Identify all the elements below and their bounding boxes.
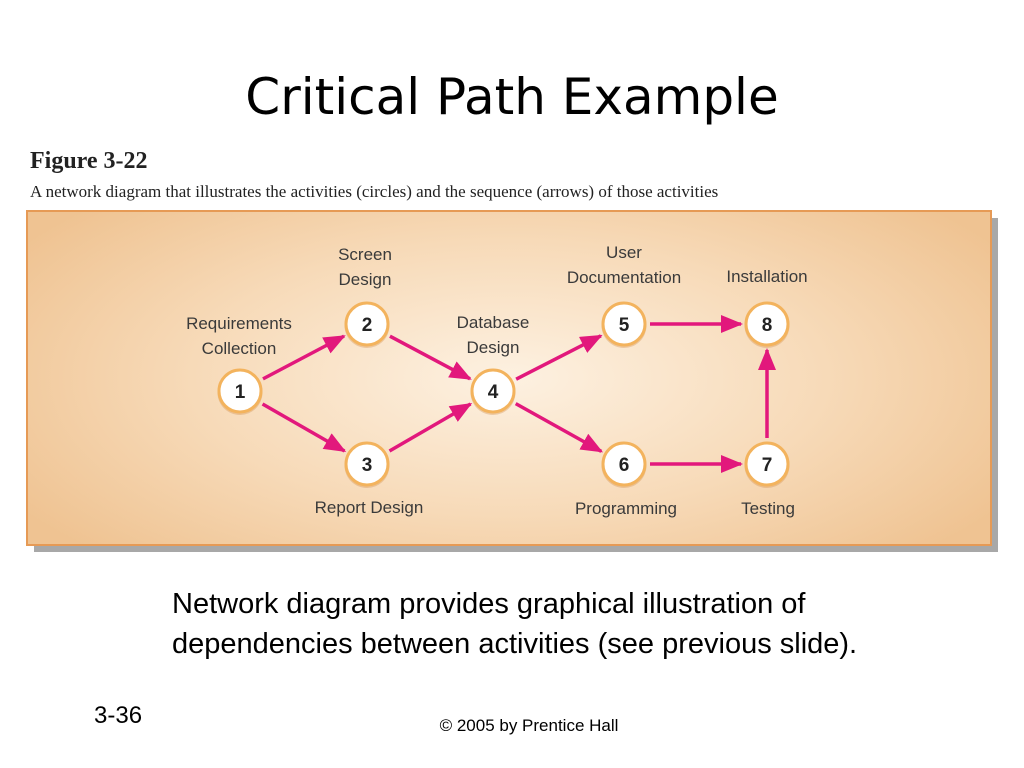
arrow-2-to-4 xyxy=(389,334,472,381)
arrow-4-to-5 xyxy=(515,334,603,381)
node-label: Collection xyxy=(202,339,277,358)
node-number: 8 xyxy=(762,315,773,336)
node-circle xyxy=(217,368,263,414)
arrow-1-to-2 xyxy=(262,334,346,381)
node-number: 5 xyxy=(619,315,630,336)
node-label: Programming xyxy=(575,499,677,518)
node-circle xyxy=(601,301,647,347)
activity-node-8: 8 Installation xyxy=(726,267,808,348)
node-label: Installation xyxy=(726,267,807,286)
node-label: Documentation xyxy=(567,268,681,287)
node-circle xyxy=(470,368,516,414)
node-label: Screen xyxy=(338,245,392,264)
figure-label: Figure 3-22 xyxy=(30,148,148,174)
node-label: Design xyxy=(339,270,392,289)
node-label: User xyxy=(606,243,642,262)
node-label: Testing xyxy=(741,499,795,518)
node-circle xyxy=(744,441,790,487)
node-label: Database xyxy=(457,313,530,332)
node-number: 2 xyxy=(362,315,373,336)
slide-title: Critical Path Example xyxy=(245,68,779,126)
summary-text: Network diagram provides graphical illus… xyxy=(172,588,858,660)
node-circle xyxy=(344,441,390,487)
node-label: Requirements xyxy=(186,314,292,333)
node-number: 3 xyxy=(362,455,373,476)
node-number: 1 xyxy=(235,382,246,403)
node-circle xyxy=(344,301,390,347)
node-number: 6 xyxy=(619,455,630,476)
copyright: © 2005 by Prentice Hall xyxy=(439,716,619,735)
slide-number: 3-36 xyxy=(94,702,143,729)
node-label: Report Design xyxy=(315,498,424,517)
node-number: 4 xyxy=(488,382,499,403)
arrow-4-to-6 xyxy=(514,402,604,453)
arrow-3-to-4 xyxy=(388,402,473,453)
node-number: 7 xyxy=(762,455,773,476)
arrow-1-to-3 xyxy=(261,402,347,453)
figure-caption: A network diagram that illustrates the a… xyxy=(30,182,719,201)
node-circle xyxy=(744,301,790,347)
node-label: Design xyxy=(467,338,520,357)
node-circle xyxy=(601,441,647,487)
